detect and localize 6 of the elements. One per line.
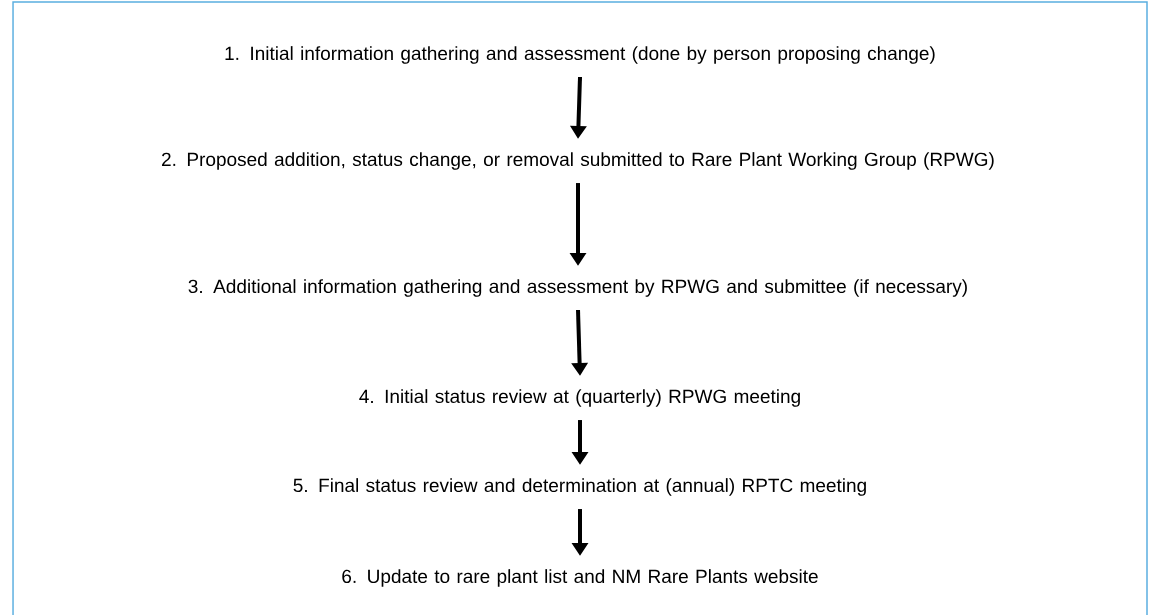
step-text: 1. Initial information gathering and assessment (done by person proposing change) bbox=[225, 46, 935, 64]
step-text: 6. Update to rare plant list and NM Rare Plants website bbox=[342, 569, 818, 587]
step-text: 2. Proposed addition, status change, or removal submitted to Rare Plant Working Group (RPWG) bbox=[162, 152, 994, 170]
step-text: 3. Additional information gathering and assessment by RPWG and submittee (if necessary) bbox=[188, 279, 967, 297]
step-text: 5. Final status review and determination at (annual) RPTC meeting bbox=[293, 478, 866, 496]
step-text: 4. Initial status review at (quarterly) RPWG meeting bbox=[359, 389, 800, 407]
